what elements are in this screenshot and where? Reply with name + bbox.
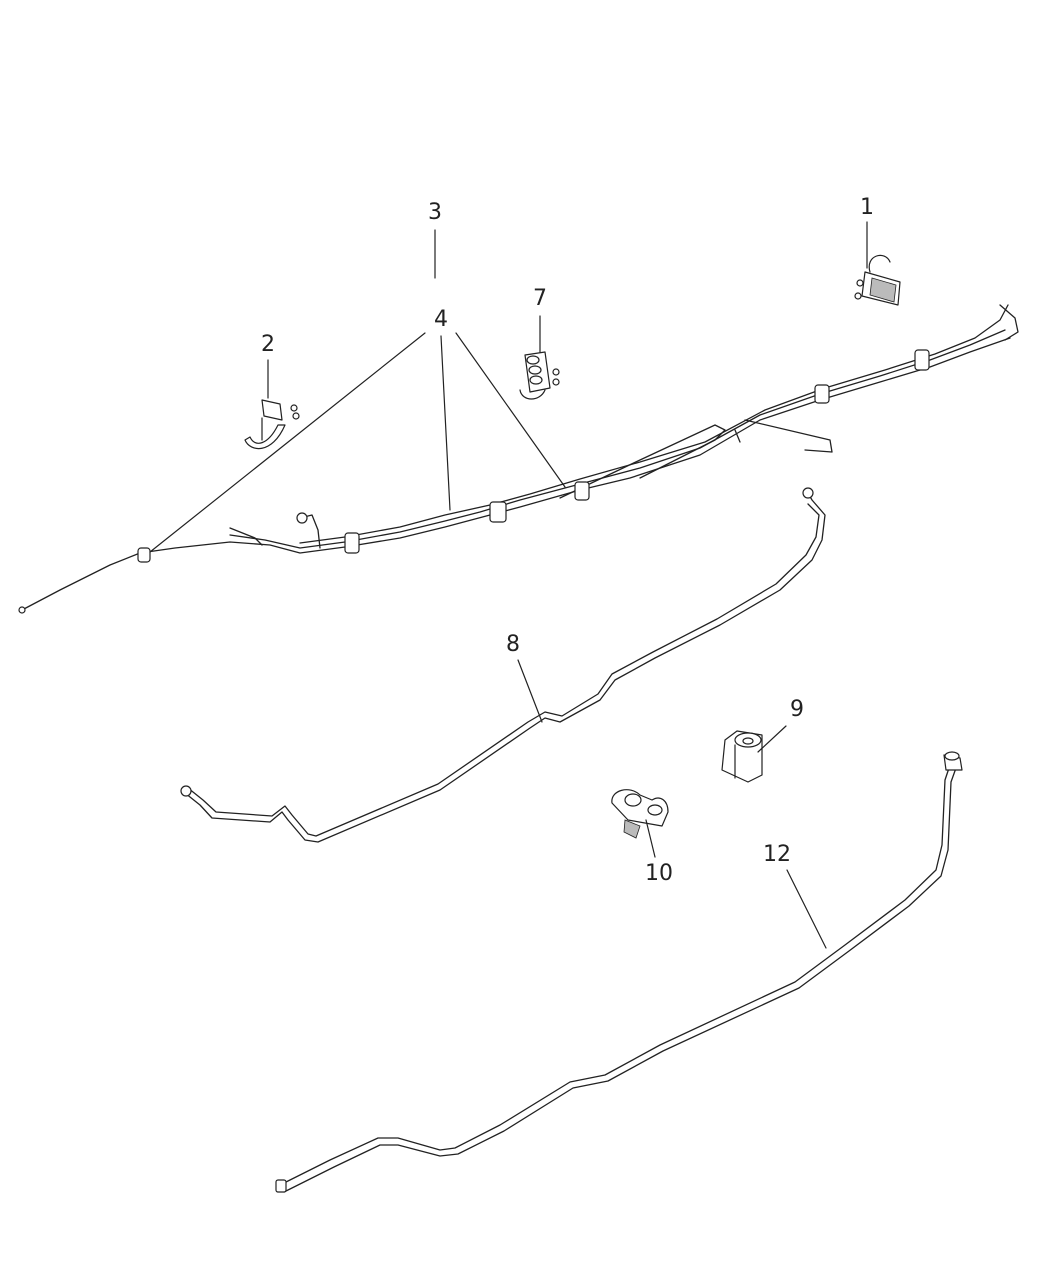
callout-10: 10 [645, 861, 673, 886]
callout-7: 7 [533, 286, 547, 311]
callout-9: 9 [790, 697, 804, 722]
part-8-tube [180, 487, 826, 843]
part-1-bracket [854, 254, 901, 306]
part-7-clip [519, 351, 560, 400]
callout-12: 12 [763, 842, 791, 867]
part-2-clip [244, 399, 300, 450]
callout-8: 8 [506, 632, 520, 657]
part-12-tube [275, 751, 963, 1193]
part-9-grommet [721, 730, 763, 783]
callout-2: 2 [261, 332, 275, 357]
callout-3: 3 [428, 200, 442, 225]
part-10-clip [611, 789, 669, 839]
leader-lines [149, 221, 868, 949]
main-line-bundle [18, 304, 1019, 614]
callout-1: 1 [860, 195, 874, 220]
callout-4: 4 [434, 307, 448, 332]
